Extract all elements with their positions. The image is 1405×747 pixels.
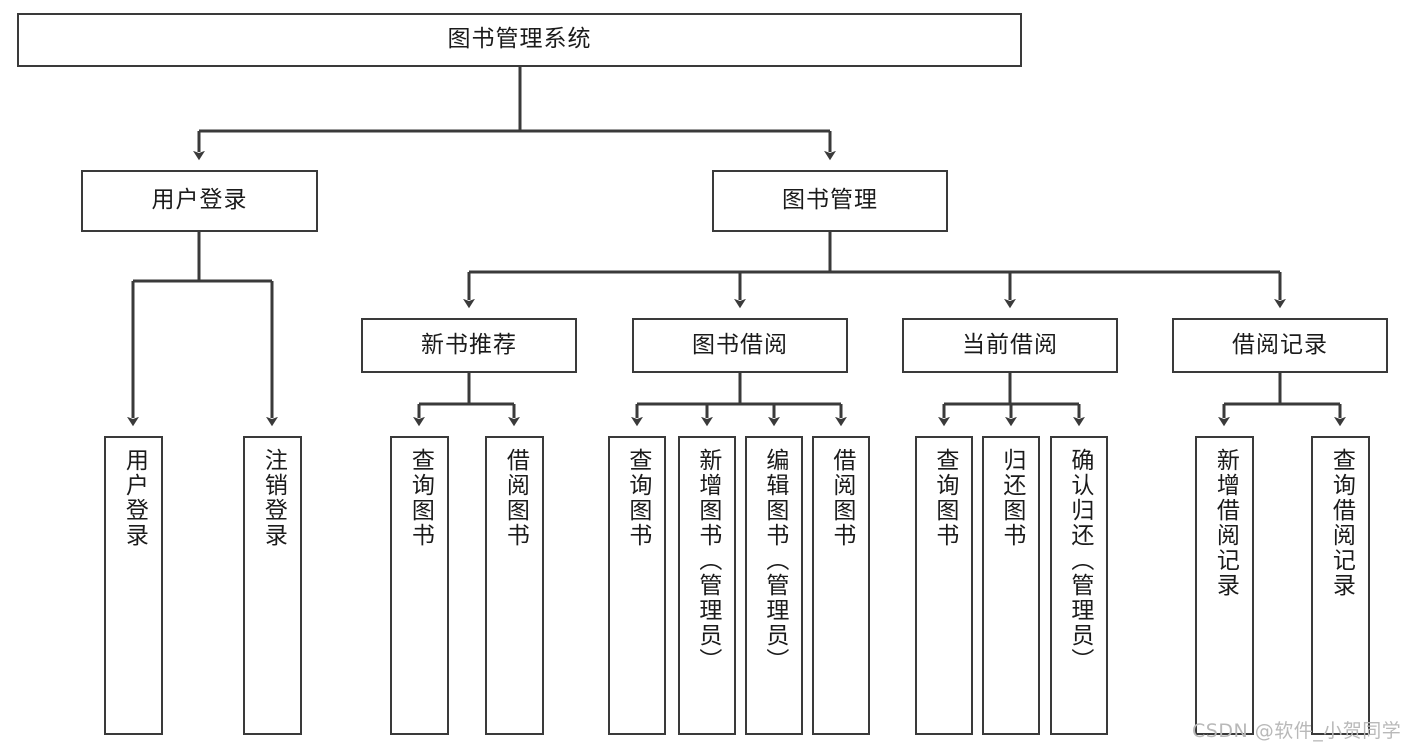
node-borrow-record[interactable]: 借阅记录	[1172, 318, 1388, 373]
node-cb-confirm-return[interactable]: 确认归还（管理员）	[1050, 436, 1108, 735]
node-current-borrow[interactable]: 当前借阅	[902, 318, 1118, 373]
node-br-query-record-label: 查询借阅记录	[1328, 448, 1355, 598]
node-bb-edit-book[interactable]: 编辑图书（管理员）	[745, 436, 803, 735]
node-nb-query-book-label: 查询图书	[407, 448, 434, 548]
node-new-book-rec[interactable]: 新书推荐	[361, 318, 577, 373]
node-user-login-label: 用户登录	[151, 187, 248, 214]
node-current-borrow-label: 当前借阅	[962, 331, 1058, 358]
node-bb-borrow-book[interactable]: 借阅图书	[812, 436, 870, 735]
node-bb-query-book[interactable]: 查询图书	[608, 436, 666, 735]
node-bb-add-book[interactable]: 新增图书（管理员）	[678, 436, 736, 735]
node-br-add-record[interactable]: 新增借阅记录	[1195, 436, 1254, 735]
node-cb-return-book[interactable]: 归还图书	[982, 436, 1040, 735]
node-nb-query-book[interactable]: 查询图书	[390, 436, 449, 735]
node-book-manage-label: 图书管理	[782, 187, 878, 214]
node-cb-query-book-label: 查询图书	[931, 448, 958, 548]
node-cb-return-book-label: 归还图书	[998, 448, 1025, 548]
node-leaf-user-logout-label: 注销登录	[260, 448, 287, 548]
node-user-login[interactable]: 用户登录	[81, 170, 318, 232]
node-cb-confirm-return-label: 确认归还（管理员）	[1066, 448, 1093, 673]
node-book-borrow[interactable]: 图书借阅	[632, 318, 848, 373]
node-bb-query-book-label: 查询图书	[624, 448, 651, 548]
node-nb-borrow-book-label: 借阅图书	[502, 448, 529, 548]
node-root[interactable]: 图书管理系统	[17, 13, 1022, 67]
csdn-watermark: CSDN @软件_小贺同学	[1192, 720, 1402, 742]
node-leaf-user-login[interactable]: 用户登录	[104, 436, 163, 735]
node-borrow-record-label: 借阅记录	[1232, 331, 1328, 358]
node-br-add-record-label: 新增借阅记录	[1212, 448, 1239, 598]
node-bb-edit-book-label: 编辑图书（管理员）	[761, 448, 788, 673]
node-book-manage[interactable]: 图书管理	[712, 170, 948, 232]
node-leaf-user-logout[interactable]: 注销登录	[243, 436, 302, 735]
node-leaf-user-login-label: 用户登录	[121, 448, 148, 548]
node-root-label: 图书管理系统	[447, 26, 592, 53]
node-cb-query-book[interactable]: 查询图书	[915, 436, 973, 735]
node-nb-borrow-book[interactable]: 借阅图书	[485, 436, 544, 735]
node-bb-borrow-book-label: 借阅图书	[828, 448, 855, 548]
node-bb-add-book-label: 新增图书（管理员）	[694, 448, 721, 673]
node-br-query-record[interactable]: 查询借阅记录	[1311, 436, 1370, 735]
node-new-book-rec-label: 新书推荐	[421, 331, 517, 358]
node-book-borrow-label: 图书借阅	[692, 331, 788, 358]
